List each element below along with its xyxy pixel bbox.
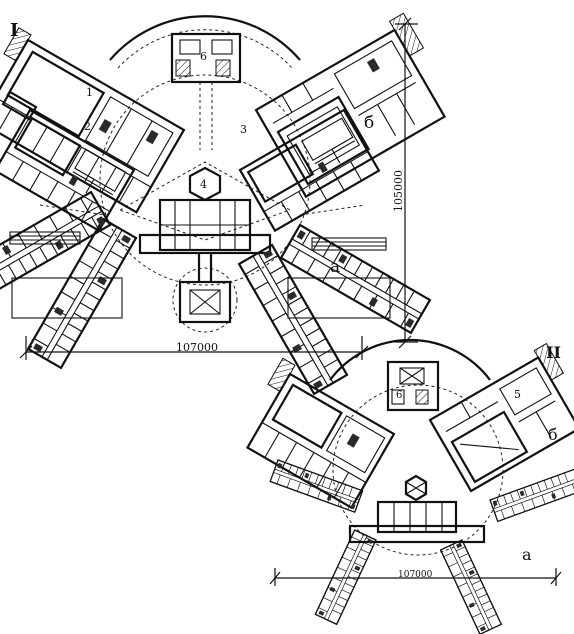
plan-ii-room-6: 6 bbox=[396, 390, 402, 401]
plan-i-room-3: 3 bbox=[240, 123, 247, 136]
plan-i-ward-west bbox=[0, 190, 112, 302]
plan-i-dimension-height: 105000 bbox=[392, 17, 418, 349]
plan-ii-wing-a-label: а bbox=[522, 545, 532, 564]
plan-i-entrance bbox=[172, 267, 238, 333]
plan-ii-room-5: 5 bbox=[514, 388, 521, 401]
plan-i-height-value: 105000 bbox=[392, 170, 405, 212]
plan-ii-wing-northeast bbox=[428, 342, 574, 493]
plan-ii-dimension-width: 107000 bbox=[269, 568, 562, 586]
plan-i-wing-west-annex bbox=[1, 90, 38, 121]
plan-i: I 1 2 3 4 6 б а 107000 105000 bbox=[0, 12, 447, 396]
plan-i-north-arc bbox=[109, 15, 301, 61]
plan-i-service-block-6 bbox=[170, 32, 242, 150]
plan-ii-width-value: 107000 bbox=[398, 570, 433, 580]
plan-ii-central-hub bbox=[348, 474, 486, 544]
plan-ii-ward-southwest bbox=[314, 529, 377, 625]
plan-i-terraces bbox=[9, 204, 391, 319]
plan-ii-ward-southeast bbox=[439, 539, 502, 634]
plan-i-wing-a-label: а bbox=[330, 257, 340, 277]
plan-i-room-6: 6 bbox=[200, 50, 207, 63]
plan-ii-roman-label: II bbox=[546, 343, 561, 362]
plan-ii: II 5 6 б а 107000 bbox=[245, 338, 574, 634]
plan-ii-north-arc bbox=[329, 338, 491, 381]
plan-ii-wing-b-label: б bbox=[548, 425, 558, 444]
plan-i-roman-label: I bbox=[10, 20, 18, 41]
plan-i-wing-b-label: б bbox=[364, 113, 374, 133]
plan-ii-wing-northwest bbox=[245, 357, 396, 510]
plan-i-central-hub bbox=[138, 166, 272, 282]
plan-i-room-4: 4 bbox=[200, 178, 207, 191]
plan-i-wing-northwest bbox=[0, 27, 186, 214]
plan-i-wing-east-clinic bbox=[238, 108, 381, 232]
plan-i-room-1: 1 bbox=[86, 86, 93, 99]
plan-i-width-value: 107000 bbox=[176, 341, 218, 354]
plan-i-ward-east bbox=[279, 223, 432, 335]
plan-i-room-2: 2 bbox=[84, 120, 91, 133]
plan-ii-service-block-6 bbox=[386, 360, 440, 412]
